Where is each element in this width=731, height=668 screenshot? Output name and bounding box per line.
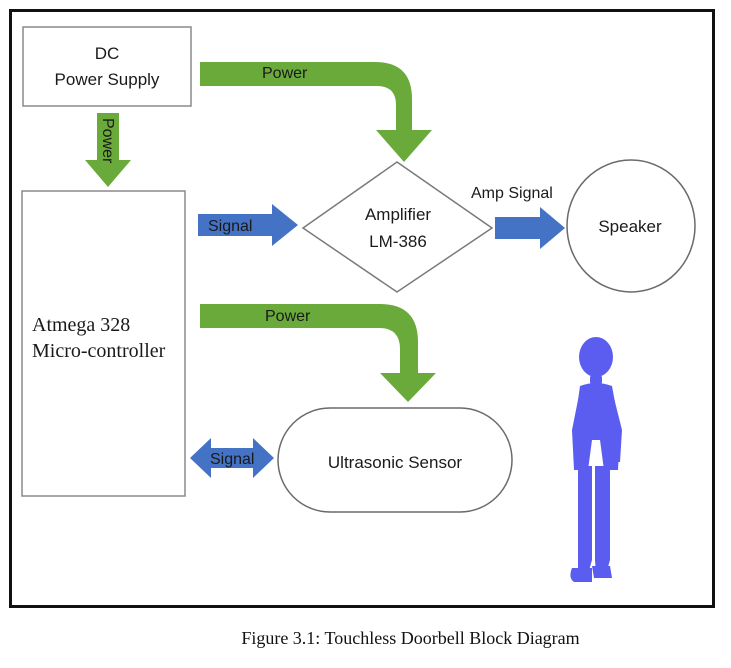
figure-caption: Figure 3.1: Touchless Doorbell Block Dia… xyxy=(241,628,580,648)
power-to-sensor-arrow: Power xyxy=(200,304,436,402)
ultrasonic-sensor-node: Ultrasonic Sensor xyxy=(277,407,513,513)
power-supply-node: DC Power Supply xyxy=(22,26,192,107)
person-figure xyxy=(570,337,622,582)
power-to-mcu-label: Power xyxy=(99,118,116,164)
signal-to-amplifier-label: Signal xyxy=(208,218,252,235)
power-supply-label-line1: DC xyxy=(95,44,120,63)
power-to-amplifier-arrow: Power xyxy=(200,62,432,162)
microcontroller-label-line1: Atmega 328 xyxy=(32,314,130,336)
speaker-node: Speaker xyxy=(566,159,696,293)
power-to-mcu-arrow: Power xyxy=(85,113,131,187)
amplifier-node: Amplifier LM-386 xyxy=(301,161,494,293)
sensor-signal-arrow: Signal xyxy=(190,438,274,478)
microcontroller-node: Atmega 328 Micro-controller xyxy=(21,190,186,497)
power-supply-label-line2: Power Supply xyxy=(55,70,160,89)
signal-to-amplifier-arrow: Signal xyxy=(198,204,298,246)
microcontroller-label-line2: Micro-controller xyxy=(32,340,166,362)
ultrasonic-sensor-label: Ultrasonic Sensor xyxy=(328,453,463,472)
power-to-amplifier-label: Power xyxy=(262,65,308,82)
amplifier-label-line1: Amplifier xyxy=(365,205,431,224)
sensor-signal-label: Signal xyxy=(210,451,254,468)
amp-signal-arrow: Amp Signal xyxy=(471,185,565,249)
amplifier-label-line2: LM-386 xyxy=(369,232,427,251)
speaker-label: Speaker xyxy=(598,217,662,236)
amp-signal-label: Amp Signal xyxy=(471,185,553,202)
power-to-sensor-label: Power xyxy=(265,308,311,325)
